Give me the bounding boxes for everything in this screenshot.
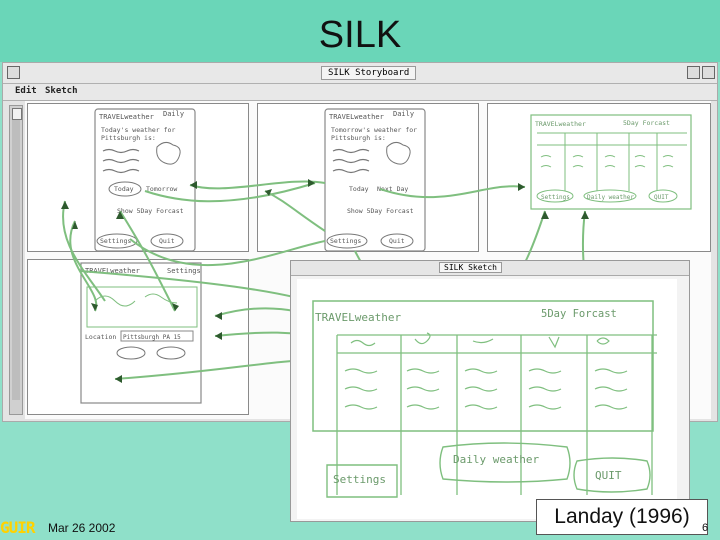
panel2-screen-sketch[interactable]: TRAVELweather Daily Tomorrow's weather f…	[324, 108, 426, 252]
sketch-window-title: SILK Sketch	[439, 262, 502, 273]
panel1-btn-quit: Quit	[159, 237, 175, 245]
panel4-line2: Pittsburgh PA 15	[123, 334, 181, 341]
sketch-drawing: TRAVELweather 5Day Forcast	[312, 300, 657, 498]
panel2-title: TRAVELweather	[329, 113, 384, 121]
panel4-tag: Settings	[167, 267, 201, 275]
slide-title: SILK	[318, 14, 402, 56]
panel4-screen-sketch[interactable]: TRAVELweather Settings Location Pittsbur…	[80, 262, 202, 404]
panel2-btn-5day: Show 5Day Forcast	[347, 207, 414, 215]
panel3-tag: 5Day Forcast	[623, 119, 670, 127]
panel1-line2: Pittsburgh is:	[101, 134, 156, 142]
storyboard-sketches: TRAVELweather Daily Today's weather for …	[61, 108, 692, 404]
panel1-btn-tomorrow: Tomorrow	[146, 185, 177, 193]
panel2-line2: Pittsburgh is:	[331, 134, 386, 142]
panel1-btn-5day: Show 5Day Forcast	[117, 207, 184, 215]
panel2-tag: Daily	[393, 110, 414, 118]
storyboard-window-title: SILK Storyboard	[321, 66, 417, 80]
menu-bar: Edit Sketch	[3, 84, 717, 101]
panel1-title: TRAVELweather	[99, 113, 154, 121]
storyboard-panel-3[interactable]	[487, 103, 711, 252]
sketch-window[interactable]: SILK Sketch TRAVELweather 5Day Forcast S…	[290, 260, 690, 522]
panel3-btn-settings: Settings	[541, 194, 570, 201]
citation-caption: Landay (1996)	[536, 499, 708, 535]
menu-edit[interactable]: Edit	[15, 86, 37, 96]
sketch-forecast-title: 5Day Forcast	[541, 308, 617, 320]
panel2-btn-settings: Settings	[330, 237, 361, 245]
panel4-line1: Location	[85, 333, 116, 341]
window-menu-icon[interactable]	[7, 66, 20, 79]
panel4-title: TRAVELweather	[85, 267, 140, 275]
panel2-btn-today: Today	[349, 185, 369, 193]
sketch-quit-button[interactable]: QUIT	[595, 469, 622, 482]
panel2-btn-nextday: Next Day	[377, 185, 408, 193]
panel1-btn-settings: Settings	[100, 237, 131, 245]
panel3-btn-quit: QUIT	[654, 194, 669, 201]
sketch-settings-outline	[326, 464, 398, 498]
panel2-line1: Tomorrow's weather for	[331, 126, 417, 134]
sketch-daily-weather-button[interactable]: Daily weather	[453, 453, 540, 466]
panel3-screen-sketch[interactable]: TRAVELweather 5Day Forcast Settings Dail…	[530, 114, 692, 210]
panel1-line1: Today's weather for	[101, 126, 175, 134]
panel1-btn-today: Today	[114, 185, 134, 193]
panel3-title: TRAVELweather	[535, 120, 586, 128]
storyboard-panel-2[interactable]	[257, 103, 479, 252]
storyboard-title-bar[interactable]: SILK Storyboard	[3, 63, 717, 84]
scroll-thumb[interactable]	[12, 120, 20, 400]
maximize-icon[interactable]	[702, 66, 715, 79]
sketch-app-title: TRAVELweather	[315, 311, 401, 324]
sketch-title-bar[interactable]: SILK Sketch	[291, 261, 689, 276]
vertical-scrollbar[interactable]	[9, 105, 23, 415]
page-number: 6	[702, 522, 709, 534]
panel1-screen-sketch[interactable]: TRAVELweather Daily Today's weather for …	[94, 108, 196, 252]
sketch-settings-button[interactable]: Settings	[333, 473, 386, 486]
footer-date: Mar 26 2002	[48, 521, 116, 535]
sketch-quit-outline	[573, 457, 651, 493]
menu-sketch[interactable]: Sketch	[45, 86, 78, 96]
sketch-daily-outline	[439, 442, 571, 483]
panel2-btn-quit: Quit	[389, 237, 405, 245]
storyboard-panel-4[interactable]	[27, 259, 249, 415]
panel1-tag: Daily	[163, 110, 184, 118]
slide-title-bar: SILK	[0, 0, 720, 62]
minimize-icon[interactable]	[687, 66, 700, 79]
panel3-btn-daily: Daily weather	[587, 194, 634, 201]
guir-logo: GUIR	[0, 518, 36, 537]
scroll-up-icon[interactable]	[12, 108, 22, 120]
sketch-canvas[interactable]: TRAVELweather 5Day Forcast Settings Dail…	[297, 279, 677, 519]
